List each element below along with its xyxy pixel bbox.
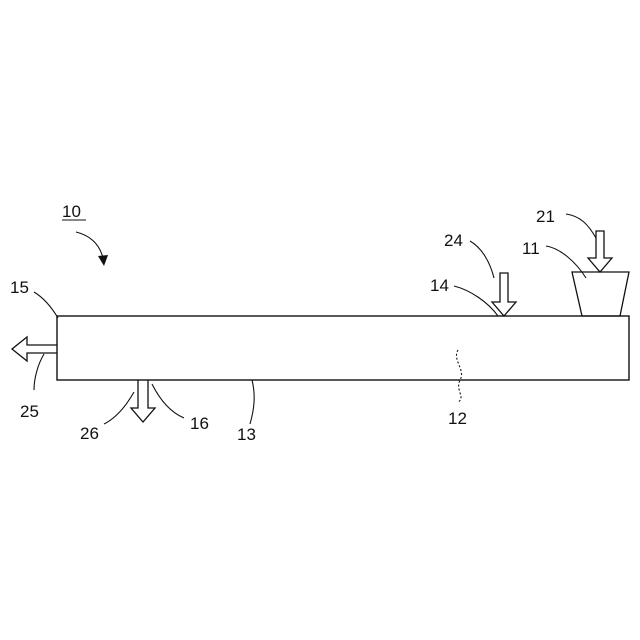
device-label: 10	[62, 202, 81, 221]
end-outlet-leader	[34, 292, 58, 318]
bottom-outlet-label: 16	[190, 414, 209, 433]
barrel-label: 13	[237, 425, 256, 444]
hopper-feed-leader	[566, 214, 596, 238]
hopper-label: 11	[522, 239, 540, 258]
barrel-leader	[250, 380, 254, 424]
end-discharge-arrow-shape	[12, 337, 57, 361]
end-outlet-label: 15	[10, 278, 29, 297]
hopper-shape	[572, 272, 629, 316]
end-discharge-leader	[34, 354, 44, 390]
barrel-body	[57, 316, 629, 380]
side-inlet-leader	[454, 286, 498, 316]
hopper-feed-arrow-label: 21	[536, 207, 555, 226]
bottom-discharge-arrow-label: 26	[80, 424, 99, 443]
bottom-outlet-leader	[152, 384, 184, 418]
side-feed-arrow-shape	[492, 273, 516, 316]
side-inlet-label: 14	[430, 276, 449, 295]
bottom-discharge-arrow-shape	[131, 380, 155, 422]
end-discharge-arrow-label: 25	[20, 402, 39, 421]
side-feed-leader	[470, 241, 494, 278]
interior-label: 12	[448, 409, 467, 428]
hopper-leader	[546, 246, 586, 278]
device-leader-line	[76, 232, 103, 258]
side-feed-arrow-label: 24	[444, 231, 463, 250]
device-leader-arrowhead	[98, 255, 108, 266]
hopper-feed-arrow-shape	[588, 231, 612, 272]
bottom-discharge-leader	[104, 392, 134, 424]
